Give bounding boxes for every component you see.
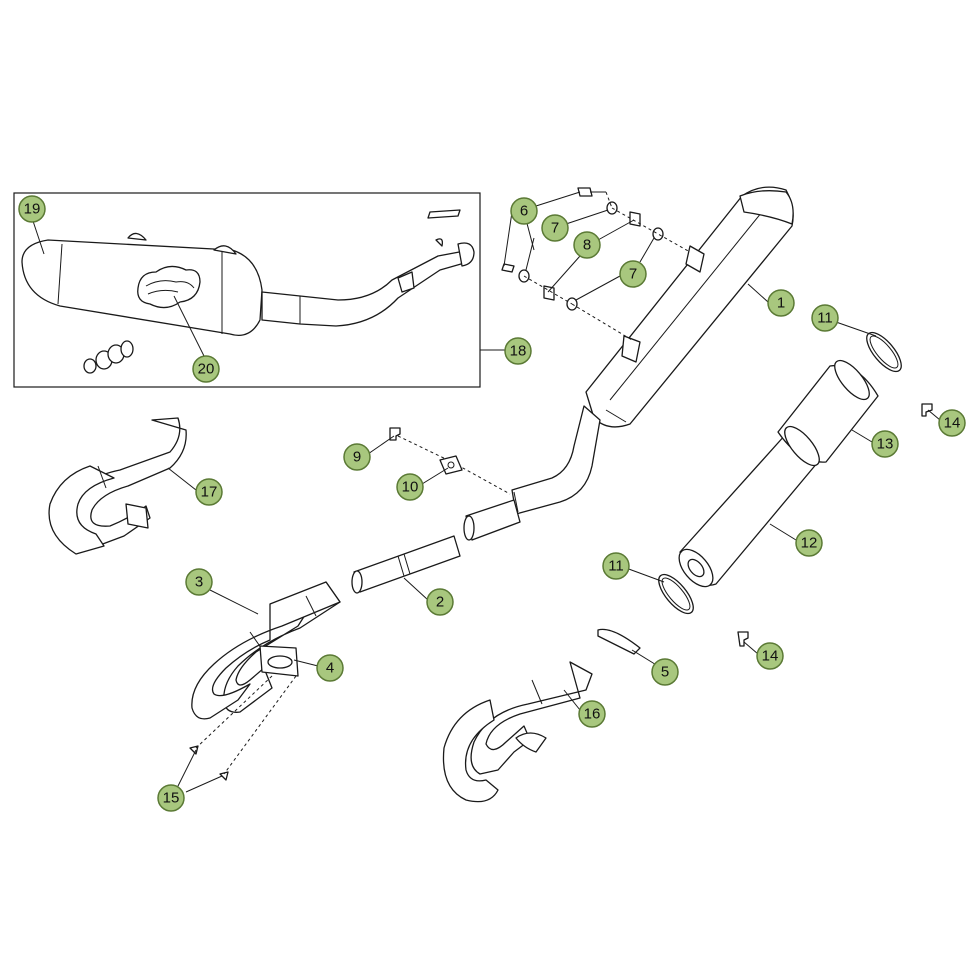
- mid-pipe: [463, 405, 601, 541]
- callout-7a: 7: [541, 214, 569, 242]
- callout-7b-label: 7: [629, 266, 637, 283]
- callout-11b: 11: [602, 552, 630, 580]
- callout-14a: 14: [938, 409, 966, 437]
- callout-14b: 14: [756, 642, 784, 670]
- callout-2-label: 2: [436, 594, 444, 611]
- clamp-top: [866, 331, 902, 373]
- callout-4: 4: [316, 654, 344, 682]
- callout-11a-label: 11: [817, 310, 833, 327]
- clamp-bottom: [658, 573, 694, 615]
- callout-19-label: 19: [24, 201, 41, 218]
- silencer-shell: [678, 433, 819, 588]
- callout-8-label: 8: [583, 237, 591, 254]
- callout-11b-label: 11: [608, 558, 624, 575]
- callout-1-label: 1: [777, 295, 785, 312]
- callout-20-label: 20: [198, 361, 215, 378]
- header-flange: [259, 645, 299, 677]
- callout-3-label: 3: [195, 574, 203, 591]
- callout-6-label: 6: [520, 203, 528, 220]
- callout-17: 17: [195, 478, 223, 506]
- main-silencer: [585, 186, 794, 428]
- callout-7b: 7: [619, 260, 647, 288]
- callout-16: 16: [578, 700, 606, 728]
- callout-18: 18: [504, 337, 532, 365]
- silencer-packing: [777, 359, 879, 467]
- callout-20: 20: [192, 355, 220, 383]
- callout-2: 2: [426, 588, 454, 616]
- callout-7a-label: 7: [551, 220, 559, 237]
- header-pipe-alt-1: [48, 417, 187, 555]
- callout-5-label: 5: [661, 664, 669, 681]
- callout-10-label: 10: [402, 479, 419, 496]
- callout-3: 3: [185, 568, 213, 596]
- callout-9: 9: [343, 443, 371, 471]
- inset-silencer: [21, 209, 475, 337]
- callout-18-label: 18: [510, 343, 527, 360]
- callout-14a-label: 14: [944, 415, 961, 432]
- callout-13: 13: [871, 430, 899, 458]
- gasket: [597, 628, 641, 655]
- callout-1: 1: [767, 289, 795, 317]
- callout-13-label: 13: [877, 436, 894, 453]
- callout-14b-label: 14: [762, 648, 779, 665]
- callout-4-label: 4: [326, 660, 334, 677]
- callout-15: 15: [157, 784, 185, 812]
- callout-16-label: 16: [584, 706, 601, 723]
- callout-9-label: 9: [353, 449, 361, 466]
- callout-8: 8: [573, 231, 601, 259]
- inset-assembly-box: [13, 192, 506, 388]
- screw-top: [921, 403, 933, 417]
- header-pipe: [191, 581, 341, 720]
- inset-heat-shield: [137, 265, 201, 309]
- callout-17-label: 17: [201, 484, 218, 501]
- callout-12: 12: [795, 529, 823, 557]
- screw-bottom: [737, 631, 749, 647]
- inset-washers: [83, 340, 134, 374]
- mount-hardware: [501, 187, 691, 341]
- callout-19: 19: [18, 195, 46, 223]
- callout-15-label: 15: [163, 790, 180, 807]
- callout-5: 5: [651, 658, 679, 686]
- header-pipe-alt-2: [442, 661, 593, 803]
- springs: [189, 675, 297, 781]
- callout-11a: 11: [811, 304, 839, 332]
- pipe-connector: [351, 535, 461, 594]
- callout-10: 10: [396, 473, 424, 501]
- callout-12-label: 12: [801, 535, 818, 552]
- callout-6: 6: [510, 197, 538, 225]
